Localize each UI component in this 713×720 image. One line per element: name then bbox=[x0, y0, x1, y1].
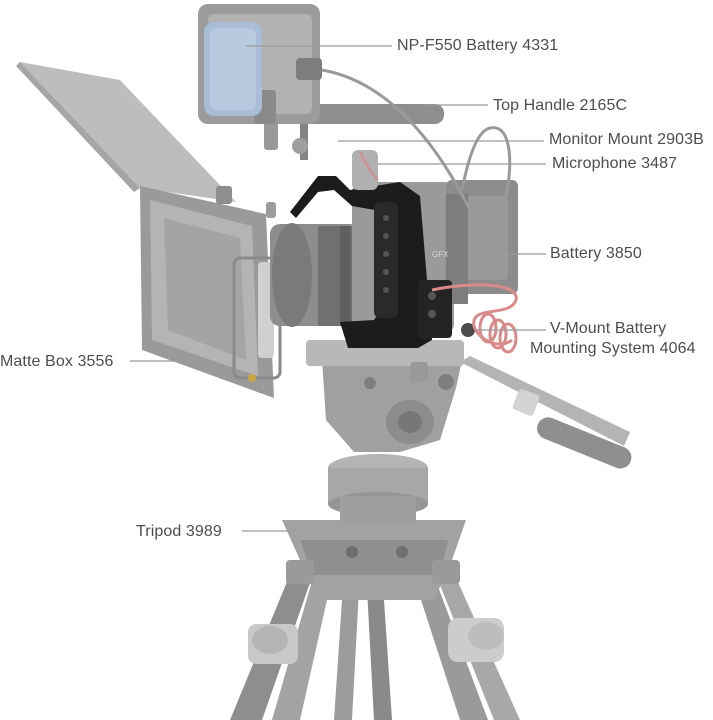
microphone-illustration bbox=[352, 150, 379, 190]
callout-vmount-line1: V-Mount Battery bbox=[550, 320, 667, 337]
callout-monitor-mount: Monitor Mount 2903B bbox=[549, 131, 704, 148]
callout-top-handle: Top Handle 2165C bbox=[493, 97, 628, 114]
callout-microphone: Microphone 3487 bbox=[552, 155, 678, 172]
power-cable-illustration bbox=[431, 283, 518, 354]
camera-cage-illustration bbox=[290, 176, 475, 348]
callout-tripod: Tripod 3989 bbox=[136, 523, 222, 540]
callout-vmount-line2: Mounting System 4064 bbox=[530, 340, 696, 357]
matte-box-illustration bbox=[16, 62, 282, 398]
lens-illustration bbox=[270, 223, 360, 327]
leader-lines bbox=[130, 45, 546, 532]
callout-matte-box: Matte Box 3556 bbox=[0, 353, 114, 370]
svg-text:GFX: GFX bbox=[432, 250, 449, 259]
np-f550-battery-illustration bbox=[204, 22, 262, 116]
tripod-illustration bbox=[230, 340, 632, 720]
callout-battery: Battery 3850 bbox=[550, 245, 642, 262]
monitor-cables-illustration bbox=[321, 68, 512, 221]
callout-np-f550-battery: NP-F550 Battery 4331 bbox=[397, 37, 559, 54]
